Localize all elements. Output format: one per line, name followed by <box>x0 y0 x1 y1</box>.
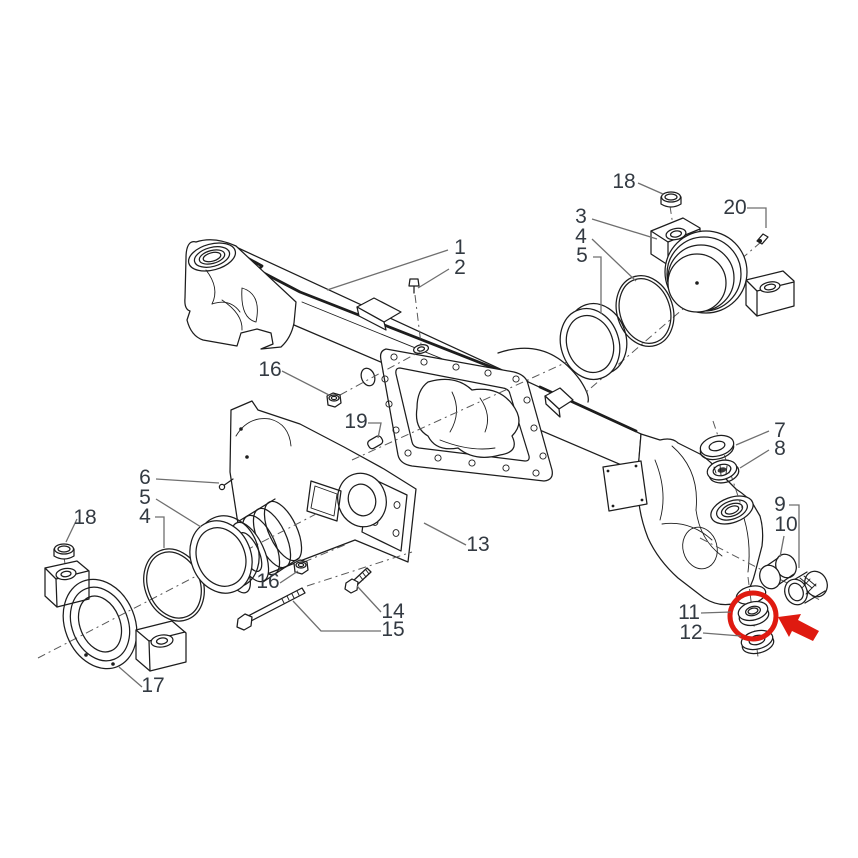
dowel-pin-19 <box>367 435 384 450</box>
callout-1-label: 1 <box>454 236 466 259</box>
callout-2-label: 2 <box>454 256 466 279</box>
callout-14-label: 14 <box>381 600 405 623</box>
flange-bolt-holes <box>381 353 547 477</box>
callout-4-right-leader <box>591 238 637 282</box>
callout-5-right-label: 5 <box>576 244 588 267</box>
carrier-spherical-housing <box>664 230 748 314</box>
seal-11 <box>737 600 770 627</box>
bolt-14 <box>344 567 372 594</box>
callout-7-leader <box>735 430 770 446</box>
callout-17-leader <box>118 666 143 688</box>
collar-ring-left <box>189 515 260 594</box>
callout-8-leader <box>739 449 770 469</box>
callout-12-label: 12 <box>679 621 702 644</box>
callout-19-label: 19 <box>344 410 367 433</box>
callout-14-leader <box>356 585 382 613</box>
callout-5-left-label: 5 <box>139 486 151 509</box>
callout-1-leader <box>326 249 449 291</box>
callout-7-label: 7 <box>774 419 786 442</box>
bearing-cup-8 <box>706 459 740 484</box>
collar-ring-right <box>559 302 628 381</box>
breather-valve <box>408 278 420 294</box>
callout-4-left-leader <box>155 516 165 548</box>
trunnion-ring <box>62 578 138 670</box>
callout-6-leader <box>155 478 220 484</box>
callout-11-leader <box>700 611 732 614</box>
bolt-15 <box>236 587 306 631</box>
callout-11-label: 11 <box>678 601 700 624</box>
callout-18-top-label: 18 <box>612 170 635 193</box>
callout-8-label: 8 <box>774 437 786 460</box>
callout-4-right-label: 4 <box>575 225 587 248</box>
callout-5-left-leader <box>155 498 202 528</box>
callout-6-label: 6 <box>139 466 151 489</box>
cap-plug-top <box>660 191 682 208</box>
callout-2-leader <box>417 268 450 289</box>
callout-12-leader <box>702 632 742 637</box>
callout-18-left-label: 18 <box>73 506 96 529</box>
differential-flange <box>379 348 553 482</box>
callout-20-label: 20 <box>723 196 746 219</box>
highlight-circle <box>727 590 779 642</box>
callout-18-left-leader <box>65 518 78 543</box>
callout-13-label: 13 <box>466 533 489 556</box>
callout-9-leader <box>789 504 800 568</box>
trunnion-lug-right <box>135 620 187 672</box>
callout-3-label: 3 <box>575 205 587 228</box>
breather-boss <box>412 343 430 355</box>
callout-19-leader <box>368 422 382 439</box>
identification-plate <box>602 460 648 512</box>
callout-4-left-label: 4 <box>139 505 151 528</box>
callout-16-lower-label: 16 <box>256 570 279 593</box>
callout-16-lower-leader <box>279 570 299 584</box>
callout-9-label: 9 <box>774 493 786 516</box>
grease-fitting <box>756 233 769 245</box>
bearing-carrier <box>650 217 795 317</box>
highlight-group <box>727 590 819 642</box>
left-kingpin-yoke <box>184 239 297 350</box>
callout-15-leader <box>292 600 381 632</box>
carrier-block-right <box>745 270 795 317</box>
callout-10-leader <box>779 535 785 558</box>
callout-10-label: 10 <box>774 513 797 536</box>
trunnion-lug-left <box>44 560 90 608</box>
beam-mount-pad <box>356 297 402 331</box>
needle-bearing-9 <box>784 570 828 606</box>
nut-16-lower <box>293 559 309 575</box>
highlight-arrow <box>778 614 819 641</box>
beam-mount-pad <box>544 387 574 418</box>
cap-plug-left <box>53 543 75 560</box>
callout-20-leader <box>747 207 767 228</box>
diff-housing-bulge <box>497 347 589 403</box>
callout-15-label: 15 <box>381 618 404 641</box>
housing-seat-detail <box>360 367 376 387</box>
callout-3-leader <box>591 218 658 240</box>
callout-17-label: 17 <box>141 674 164 697</box>
kingpin-boss-right <box>710 495 754 525</box>
washer-7 <box>699 434 735 461</box>
trunnion-bracket <box>44 560 187 672</box>
callout-16-upper-label: 16 <box>258 358 281 381</box>
callout-5-right-leader <box>593 256 602 314</box>
kingpin-boss-ring <box>187 242 237 272</box>
callout-18-top-leader <box>637 182 664 195</box>
callout-13-leader <box>423 522 467 546</box>
bushing-10 <box>759 553 797 590</box>
screw-6 <box>218 478 234 491</box>
callout-16-upper-leader <box>281 370 330 396</box>
nut-16-upper <box>326 392 342 408</box>
